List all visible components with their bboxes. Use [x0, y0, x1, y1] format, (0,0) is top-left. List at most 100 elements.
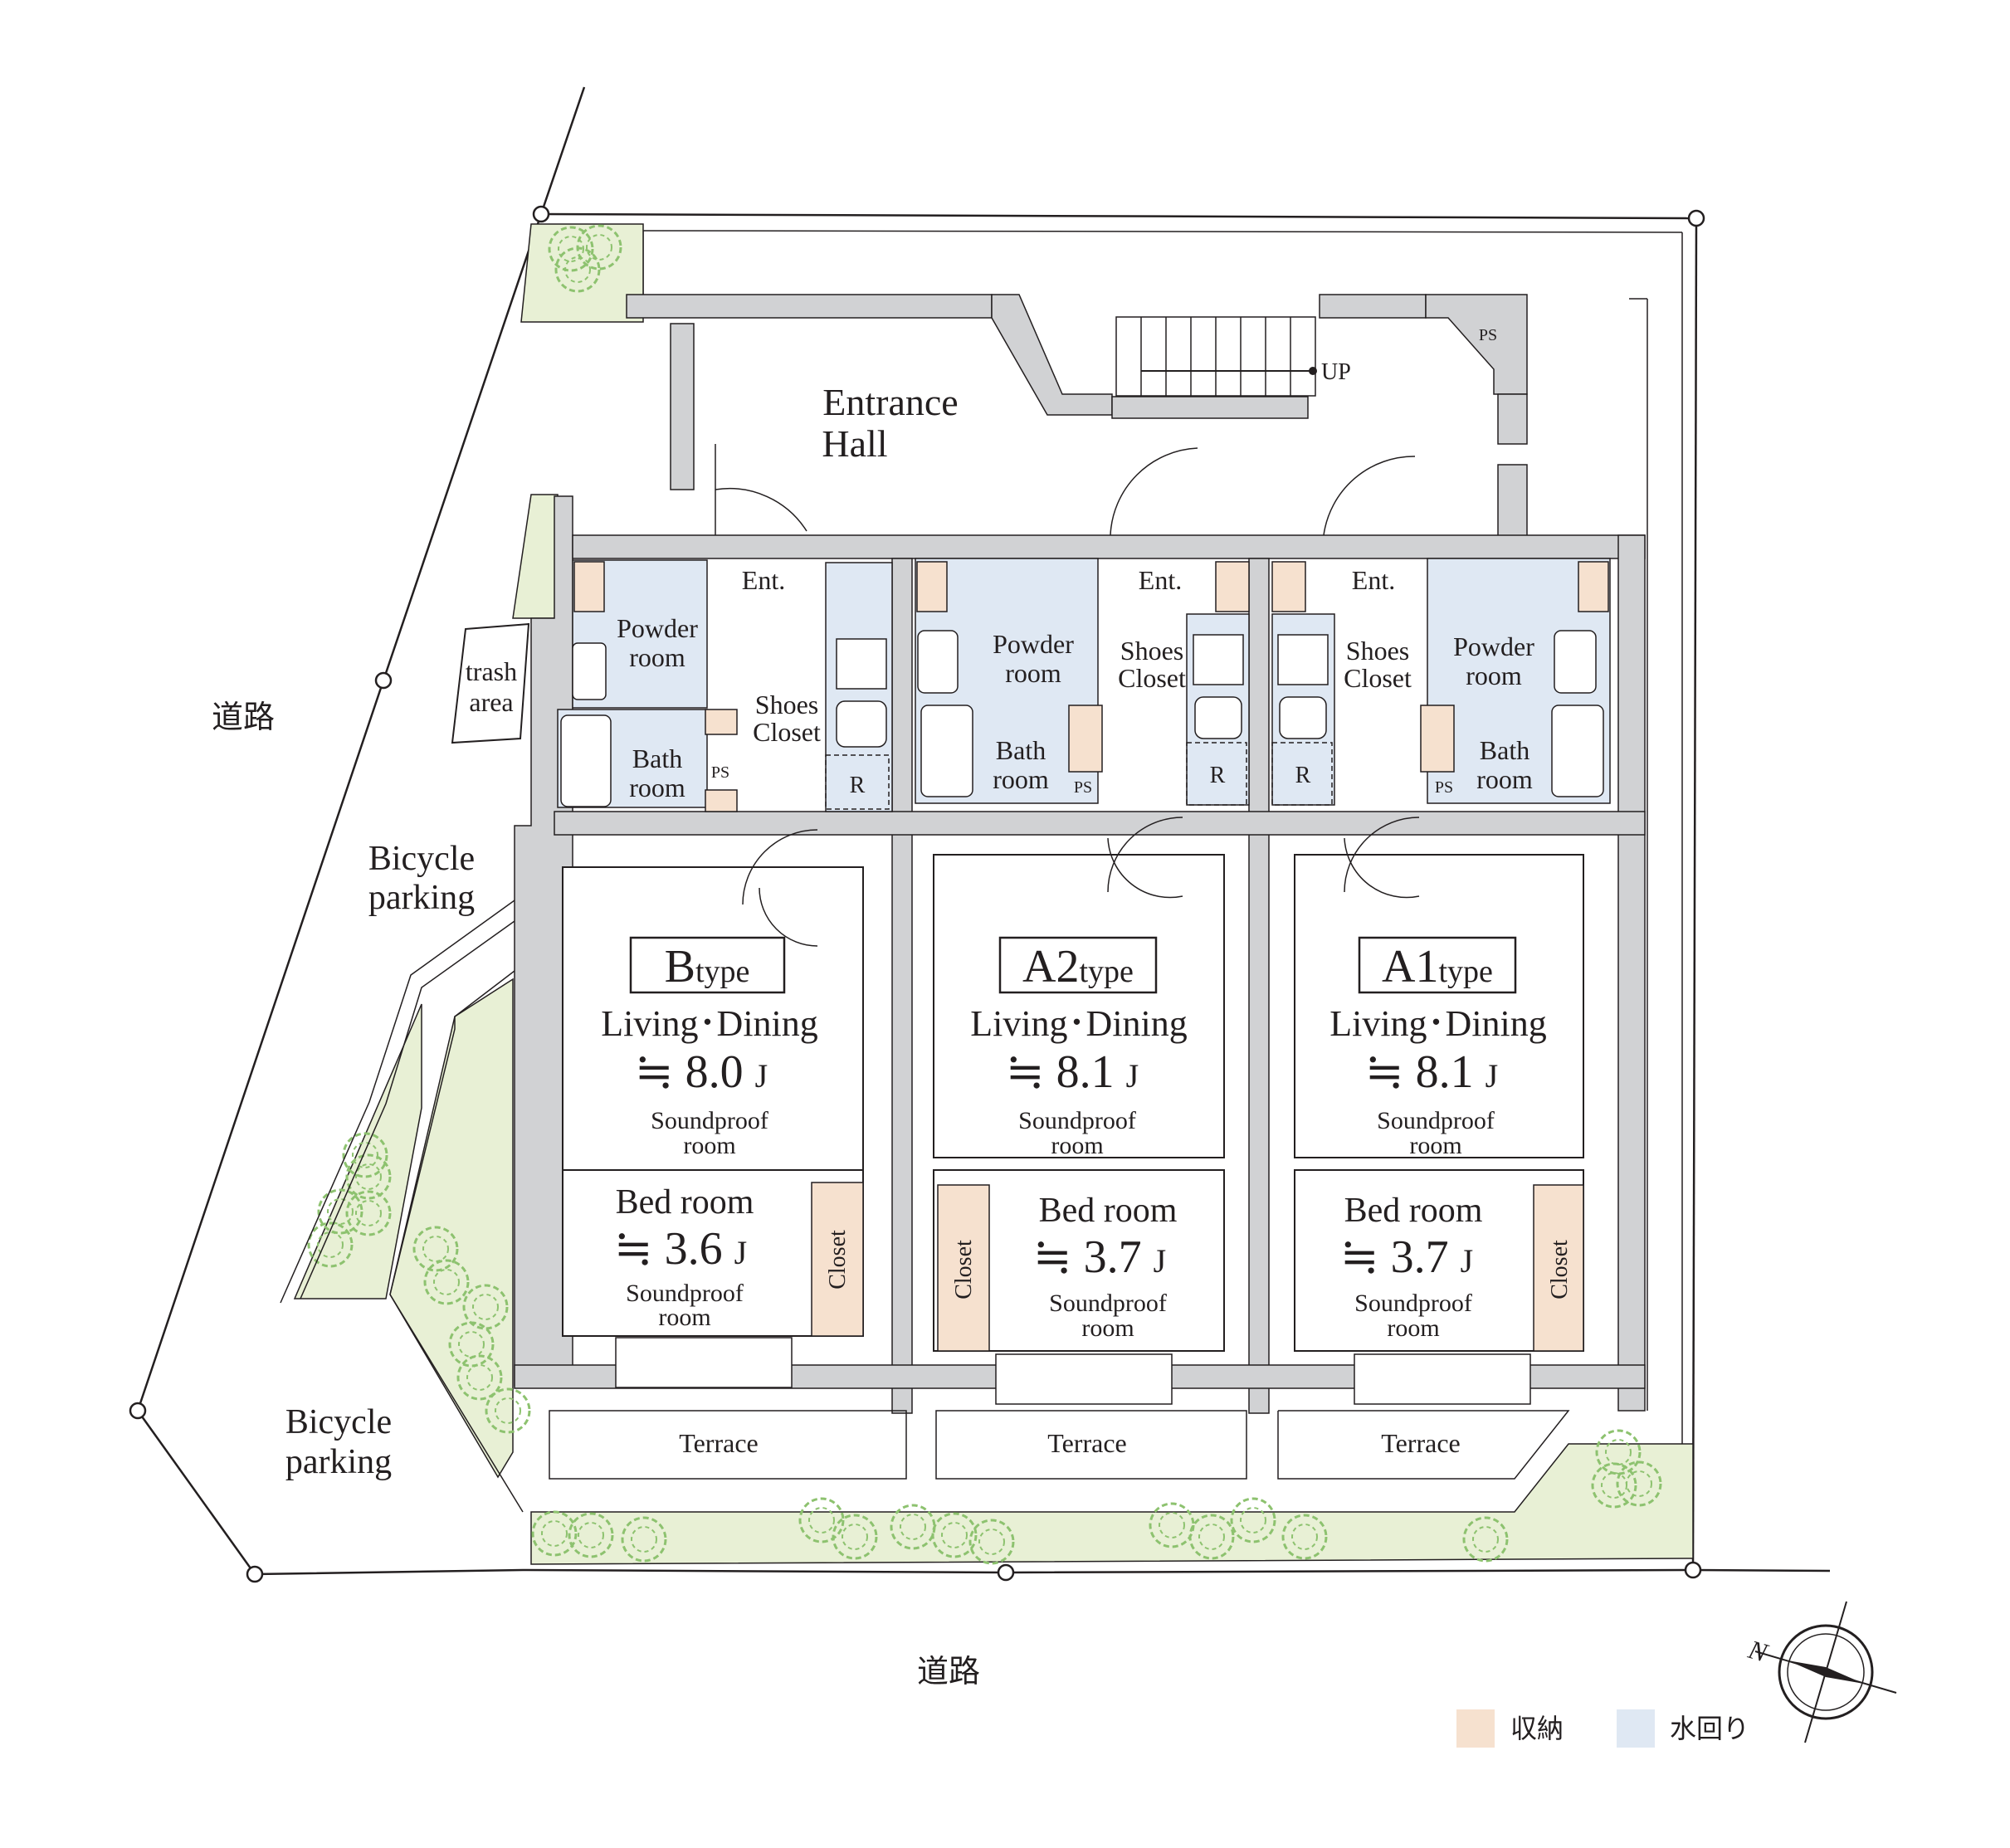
- unit-a2-shoes-1: Shoes: [1120, 636, 1183, 666]
- compass-needle-icon: [1788, 1660, 1864, 1684]
- legend: 収納 水回り: [1456, 1709, 1749, 1748]
- unit-b-bed-area-unit: J: [734, 1234, 748, 1271]
- unit-a1-ld-area: ≒ 8.1 J: [1365, 1046, 1499, 1098]
- fridge-areas: [825, 742, 1333, 810]
- unit-a1-closet: Closet: [1547, 1240, 1573, 1299]
- unit-a1-type-suffix: type: [1439, 954, 1493, 989]
- unit-b-ld-area-value: ≒ 8.0: [635, 1046, 744, 1098]
- unit-b-bed-area: ≒ 3.6 J: [614, 1223, 748, 1275]
- road-label-west: 道路: [212, 699, 275, 735]
- unit-a1-fridge: R: [1295, 763, 1311, 788]
- unit-a1-ld-sp-2: room: [1409, 1132, 1461, 1159]
- unit-interiors: [562, 854, 1584, 1352]
- unit-a2-type-box: [998, 936, 1158, 994]
- stair-up-marker: [1309, 367, 1317, 375]
- unit-a1-shoes-1: Shoes: [1346, 636, 1409, 666]
- unit-a2-ps: PS: [1074, 778, 1092, 797]
- unit-b-type-suffix: type: [695, 954, 749, 989]
- unit-a2-bath-2: room: [993, 764, 1049, 794]
- unit-b-ld-area: ≒ 8.0 J: [635, 1046, 768, 1098]
- bicycle-parking-1-label-2: parking: [368, 879, 475, 917]
- unit-b-shoes-2: Closet: [753, 717, 821, 747]
- unit-a1-powder-1: Powder: [1453, 631, 1534, 661]
- unit-a1: Ent. Powder room Bath room Shoes Closet …: [1295, 565, 1573, 1458]
- entrance-hall-label-2: Hall: [822, 422, 887, 465]
- unit-a1-bed-sp-1: Soundproof: [1354, 1290, 1472, 1317]
- unit-b-powder-2: room: [629, 642, 685, 672]
- unit-a2-bed-area-unit: J: [1154, 1242, 1167, 1280]
- legend-storage-swatch: [1456, 1709, 1495, 1748]
- unit-a1-shoes-2: Closet: [1344, 663, 1412, 693]
- unit-a2-type: A2type: [1022, 941, 1134, 992]
- unit-a2-terrace: Terrace: [1047, 1428, 1126, 1458]
- unit-a1-ld-area-value: ≒ 8.1: [1365, 1046, 1474, 1098]
- unit-b-ld-area-unit: J: [755, 1057, 768, 1095]
- unit-a2-closet: Closet: [951, 1240, 977, 1299]
- unit-a2-bed-area: ≒ 3.7 J: [1033, 1231, 1167, 1283]
- unit-a2-bed-sp-1: Soundproof: [1049, 1290, 1167, 1317]
- unit-a1-powder-2: room: [1466, 661, 1522, 690]
- compass: N: [1744, 1601, 1897, 1743]
- unit-a2-fridge: R: [1210, 763, 1226, 788]
- unit-a1-bed-area-value: ≒ 3.7: [1340, 1231, 1449, 1283]
- unit-b-ld-sp-2: room: [683, 1132, 735, 1159]
- unit-a2: Ent. Powder room Bath room Shoes Closet …: [951, 565, 1226, 1458]
- trash-area-label-2: area: [469, 687, 513, 717]
- road-label-south: 道路: [917, 1653, 980, 1690]
- unit-a2-type-suffix: type: [1080, 954, 1134, 989]
- unit-b-bed-sp-1: Soundproof: [626, 1280, 744, 1307]
- unit-a2-ld-area-value: ≒ 8.1: [1006, 1046, 1115, 1098]
- ps-top-label: PS: [1479, 326, 1497, 344]
- unit-a2-type-letter: A2: [1022, 941, 1079, 992]
- unit-a1-ent: Ent.: [1352, 565, 1395, 595]
- unit-a1-bath-2: room: [1476, 764, 1533, 794]
- stairs: [1115, 316, 1316, 397]
- unit-a2-ld-label: Living･Dining: [970, 1003, 1188, 1044]
- unit-a2-ld-area-unit: J: [1126, 1057, 1139, 1095]
- trash-box: [451, 622, 530, 744]
- fixtures: [560, 630, 1604, 807]
- unit-a1-ps: PS: [1435, 778, 1453, 797]
- unit-a1-bed-area-unit: J: [1461, 1242, 1474, 1280]
- compass-ring-inner: [1787, 1633, 1865, 1711]
- unit-b-shoes-1: Shoes: [755, 690, 818, 719]
- unit-b-bed-area-value: ≒ 3.6: [614, 1223, 723, 1275]
- doors: [715, 444, 1420, 947]
- unit-a1-ld-area-unit: J: [1486, 1057, 1499, 1095]
- unit-a1-type-box: [1358, 936, 1517, 994]
- unit-a2-powder-1: Powder: [993, 629, 1074, 659]
- unit-b-type-letter: B: [665, 941, 695, 992]
- unit-b-closet: Closet: [825, 1230, 851, 1290]
- unit-a2-ld-sp-1: Soundproof: [1018, 1107, 1136, 1134]
- unit-b-type-box: [629, 936, 786, 994]
- unit-a1-bath-1: Bath: [1480, 735, 1529, 765]
- unit-a2-powder-2: room: [1005, 658, 1061, 688]
- bicycle-parking-1-label-1: Bicycle: [368, 840, 475, 878]
- legend-water-label: 水回り: [1670, 1713, 1749, 1744]
- unit-b-type: Btype: [665, 941, 750, 992]
- unit-b-fridge: R: [850, 773, 866, 798]
- unit-a2-bed-area-value: ≒ 3.7: [1033, 1231, 1142, 1283]
- unit-b-powder-1: Powder: [617, 613, 698, 643]
- unit-b-terrace: Terrace: [679, 1428, 758, 1458]
- unit-a1-bed-sp-2: room: [1387, 1314, 1439, 1342]
- bicycle-parking-2-label-2: parking: [285, 1443, 392, 1481]
- legend-storage-label: 収納: [1510, 1713, 1564, 1744]
- unit-a2-ld-sp-2: room: [1051, 1132, 1103, 1159]
- boundary-markers: [129, 205, 1705, 1583]
- unit-b-ps: PS: [711, 763, 729, 782]
- storage-areas: [573, 561, 1609, 1352]
- unit-a1-type: A1type: [1382, 941, 1493, 992]
- unit-b-bed-label: Bed room: [616, 1183, 754, 1221]
- unit-a1-ld-label: Living･Dining: [1329, 1003, 1547, 1044]
- unit-a2-bed-sp-2: room: [1081, 1314, 1134, 1342]
- unit-a2-ent: Ent.: [1139, 565, 1182, 595]
- legend-water-swatch: [1617, 1709, 1655, 1748]
- unit-b: Ent. Powder room Bath room Shoes Closet …: [601, 565, 865, 1458]
- unit-b-bed-sp-2: room: [658, 1304, 710, 1331]
- stair-up-label: UP: [1321, 359, 1351, 385]
- unit-b-ld-label: Living･Dining: [601, 1003, 818, 1044]
- unit-b-ld-sp-1: Soundproof: [651, 1107, 768, 1134]
- unit-b-bath-1: Bath: [632, 744, 682, 773]
- entrance-hall-label-1: Entrance: [822, 381, 958, 423]
